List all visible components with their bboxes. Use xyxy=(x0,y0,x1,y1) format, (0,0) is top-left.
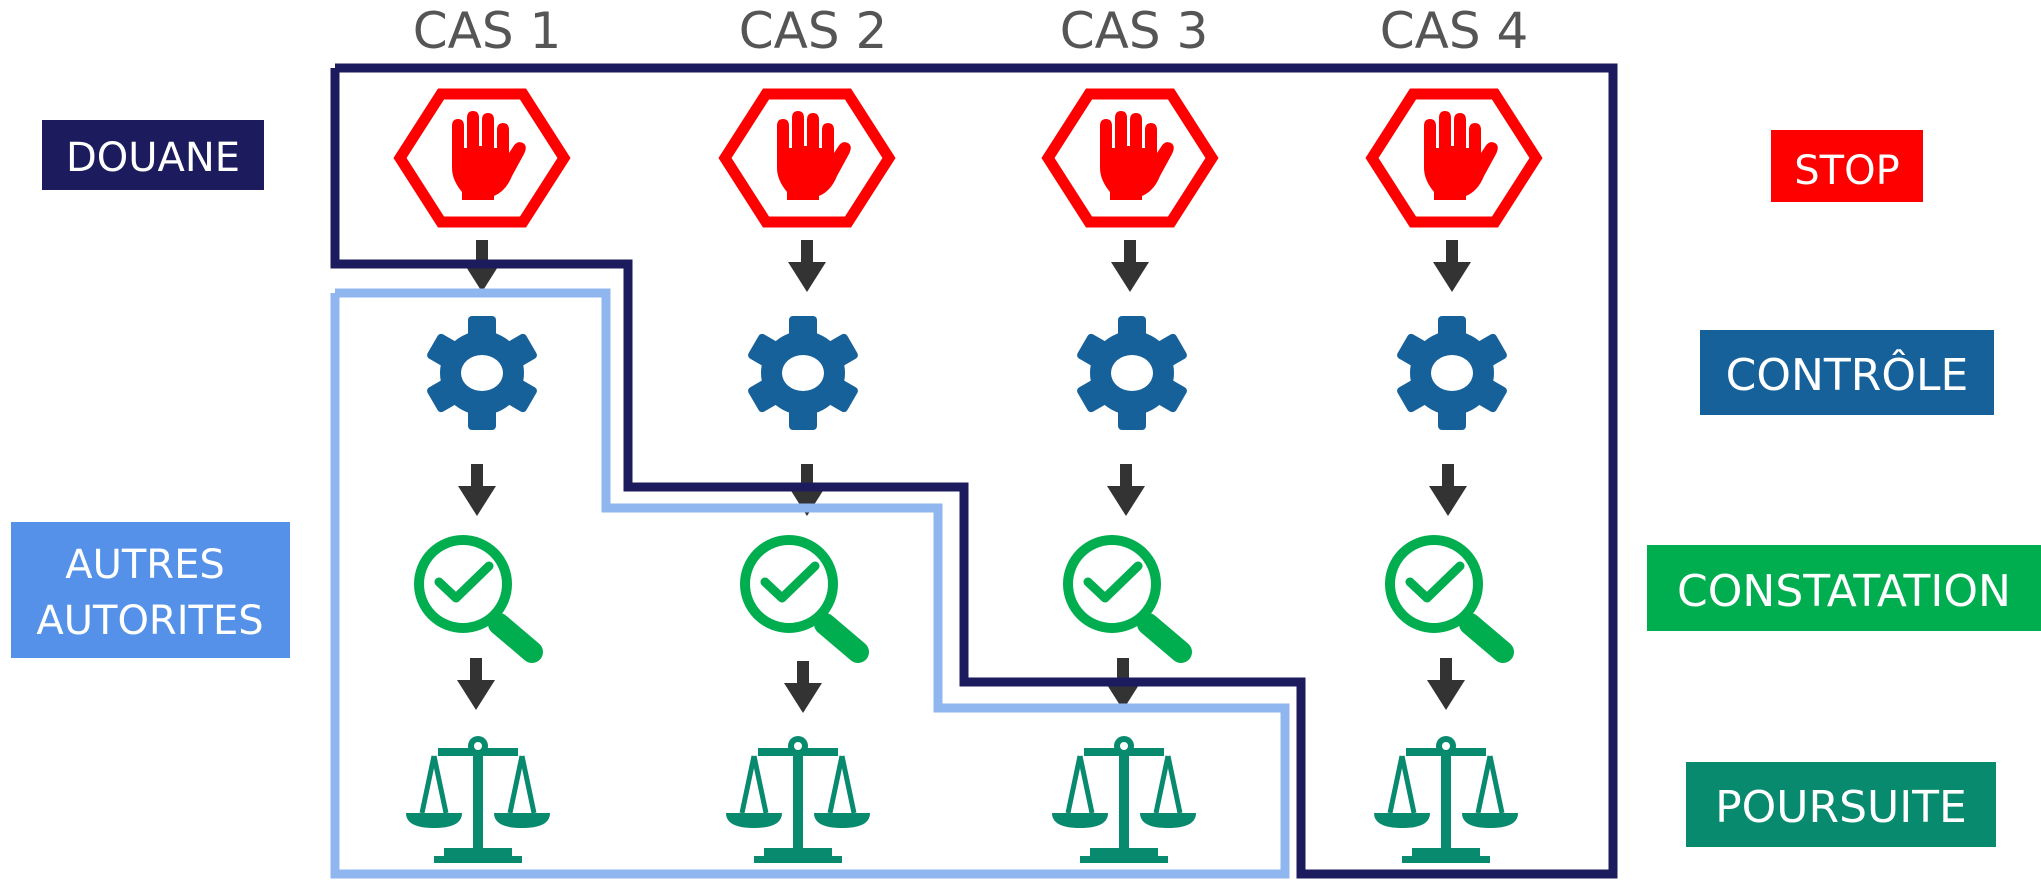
case-label-3: CAS 3 xyxy=(1060,2,1209,60)
gear-icon xyxy=(425,316,539,430)
autres-label-line1: AUTRES xyxy=(65,542,225,588)
arrow-down-icon xyxy=(1107,464,1145,516)
constatation-label: CONSTATATION xyxy=(1677,566,2011,617)
arrow-down-icon xyxy=(458,464,496,516)
scales-icon xyxy=(1052,736,1196,863)
stop-hand-icon xyxy=(1372,94,1536,222)
constatation-box xyxy=(1647,545,2041,631)
douane-scope-outline xyxy=(330,63,1618,879)
stop-hand-icon xyxy=(725,94,889,222)
case-label-2: CAS 2 xyxy=(739,2,888,60)
stop-label: STOP xyxy=(1794,148,1899,194)
controle-label: CONTRÔLE xyxy=(1726,348,1969,401)
stop-hand-icon xyxy=(1048,94,1212,222)
gear-icon xyxy=(1395,316,1509,430)
douane-box xyxy=(42,120,264,190)
arrow-down-icon xyxy=(1429,464,1467,516)
arrow-down-icon xyxy=(1111,240,1149,292)
scales-icon xyxy=(726,736,870,863)
stop-box xyxy=(1771,130,1923,202)
arrow-down-icon xyxy=(457,658,495,710)
poursuite-label: POURSUITE xyxy=(1715,782,1967,833)
autres-label-line2: AUTORITES xyxy=(36,598,263,644)
stop-hand-icon xyxy=(400,94,564,222)
case-label-4: CAS 4 xyxy=(1380,2,1529,60)
arrow-down-icon xyxy=(788,240,826,292)
controle-box xyxy=(1700,330,1994,415)
magnifier-check-icon xyxy=(745,540,858,652)
autres-scope-outline xyxy=(330,288,1290,879)
gear-icon xyxy=(1075,316,1189,430)
douane-label: DOUANE xyxy=(66,135,240,181)
autres-autorites-box xyxy=(11,522,290,658)
arrow-down-icon xyxy=(784,661,822,713)
scales-icon xyxy=(1374,736,1518,863)
case-label-1: CAS 1 xyxy=(413,2,562,60)
scales-icon xyxy=(406,736,550,863)
arrow-down-icon xyxy=(1427,658,1465,710)
magnifier-check-icon xyxy=(1390,540,1503,652)
magnifier-check-icon xyxy=(419,540,532,652)
gear-icon xyxy=(746,316,860,430)
poursuite-box xyxy=(1686,762,1996,847)
magnifier-check-icon xyxy=(1068,540,1181,652)
arrow-down-icon xyxy=(1433,240,1471,292)
